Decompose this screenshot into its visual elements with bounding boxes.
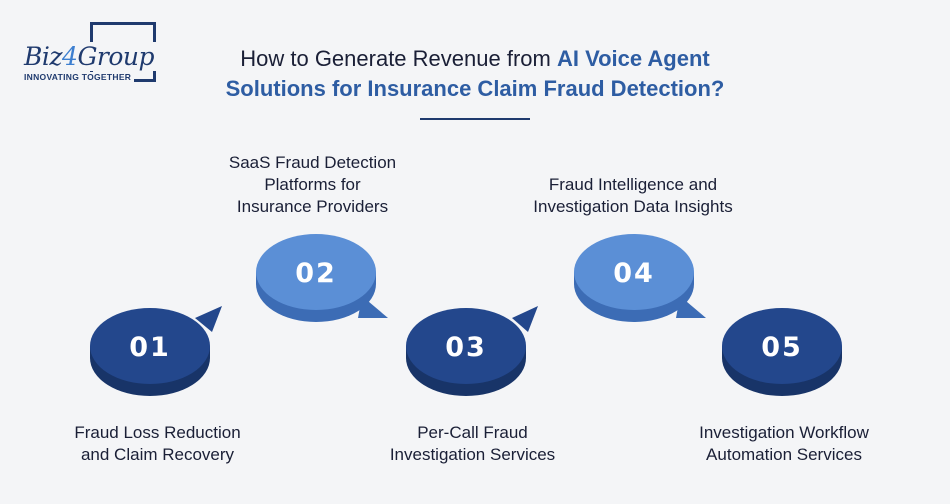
brand-logo: Biz4Group INNOVATING TOGETHER (22, 22, 157, 82)
title-underline (420, 118, 530, 120)
title-highlight-2: Solutions for Insurance Claim Fraud Dete… (225, 76, 725, 101)
title-plain: How to Generate Revenue from (240, 46, 557, 71)
step-05-number: 05 (761, 332, 803, 363)
step-03-disc: 03 (406, 306, 538, 396)
logo-tagline: INNOVATING TOGETHER (24, 72, 135, 82)
page-title: How to Generate Revenue from AI Voice Ag… (160, 44, 790, 104)
step-05-disc: 05 (722, 308, 842, 396)
logo-wordmark: Biz4Group (24, 42, 157, 71)
step-02-disc: 02 (256, 234, 388, 322)
title-highlight-1: AI Voice Agent (556, 46, 710, 71)
step-01-number: 01 (129, 332, 171, 363)
step-04-number: 04 (613, 258, 655, 289)
step-02-number: 02 (295, 258, 337, 289)
step-04-disc: 04 (574, 234, 706, 322)
step-03-number: 03 (445, 332, 487, 363)
step-01-disc: 01 (90, 306, 222, 396)
